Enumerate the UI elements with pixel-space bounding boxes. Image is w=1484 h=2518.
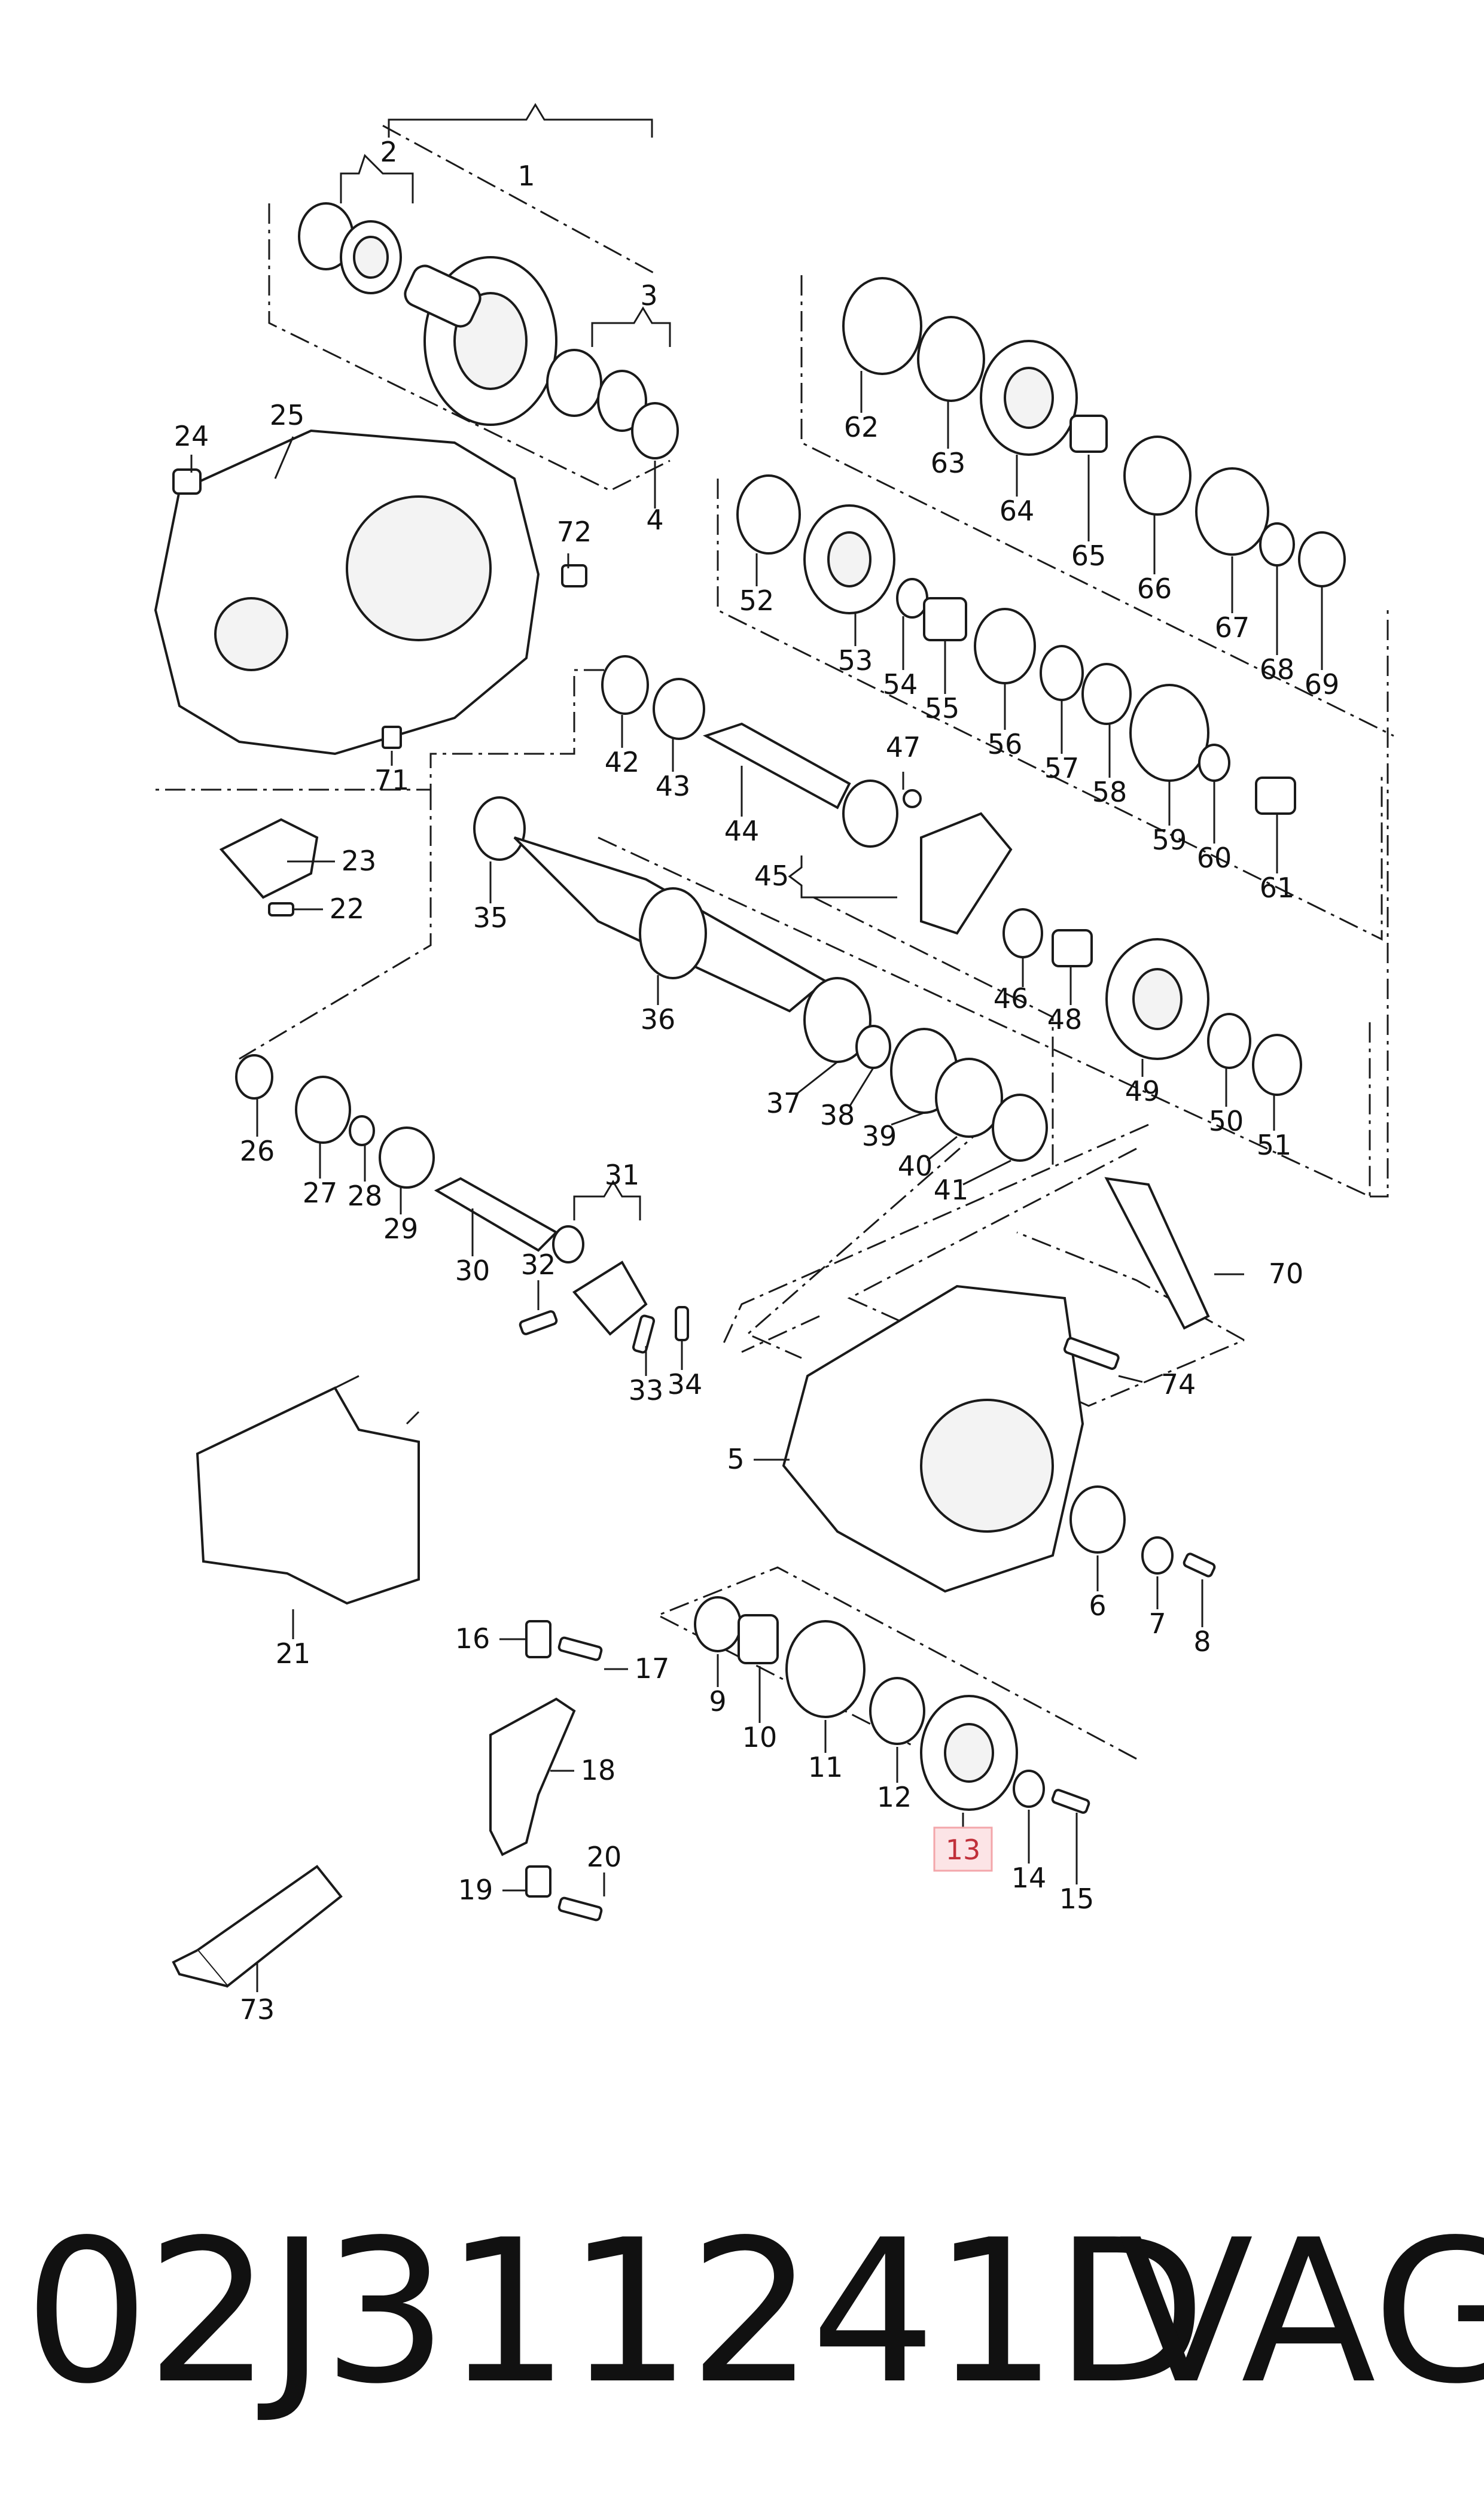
callout-labels: 1 2 3 4 5 6 7 8 9 10 11 12 13 14 15 16 1… <box>174 136 1340 2026</box>
callout-25: 25 <box>270 399 305 431</box>
callout-67: 67 <box>1215 611 1250 644</box>
callout-31: 31 <box>605 1159 640 1191</box>
callout-12: 12 <box>877 1781 912 1813</box>
callout-32: 32 <box>521 1249 556 1281</box>
callout-28: 28 <box>348 1180 383 1212</box>
brand-label: VAG <box>1119 2197 1484 2427</box>
callout-48: 48 <box>1047 1003 1083 1036</box>
callout-66: 66 <box>1137 573 1172 605</box>
callout-24: 24 <box>174 420 209 452</box>
callout-53: 53 <box>838 644 873 677</box>
callout-52: 52 <box>739 584 775 617</box>
callout-20: 20 <box>587 1841 622 1873</box>
callout-36: 36 <box>641 1003 676 1036</box>
callout-16: 16 <box>455 1622 490 1655</box>
callout-3: 3 <box>640 279 657 312</box>
callout-14: 14 <box>1011 1862 1047 1894</box>
callout-33: 33 <box>629 1374 664 1406</box>
callout-45: 45 <box>754 860 790 892</box>
callout-69: 69 <box>1305 668 1340 701</box>
group-brackets <box>340 103 897 1220</box>
highlight-box-13 <box>933 1826 993 1872</box>
callout-15: 15 <box>1059 1883 1095 1915</box>
callout-51: 51 <box>1257 1129 1292 1161</box>
callout-55: 55 <box>925 692 960 724</box>
callout-5: 5 <box>727 1443 744 1475</box>
callout-13: 13 <box>946 1834 981 1866</box>
callout-10: 10 <box>742 1721 778 1753</box>
callout-65: 65 <box>1071 540 1107 572</box>
callout-49: 49 <box>1125 1075 1160 1107</box>
callout-6: 6 <box>1089 1590 1106 1622</box>
callout-34: 34 <box>668 1368 703 1400</box>
callout-7: 7 <box>1148 1607 1166 1640</box>
callout-11: 11 <box>808 1751 843 1783</box>
callout-17: 17 <box>635 1652 670 1685</box>
callout-68: 68 <box>1260 653 1295 686</box>
callout-61: 61 <box>1260 872 1295 904</box>
callout-63: 63 <box>931 447 966 479</box>
callout-8: 8 <box>1193 1625 1211 1658</box>
callout-57: 57 <box>1044 752 1080 784</box>
callout-40: 40 <box>898 1150 933 1182</box>
callout-58: 58 <box>1092 776 1128 808</box>
callout-70: 70 <box>1269 1258 1304 1290</box>
callout-30: 30 <box>455 1255 490 1287</box>
callout-21: 21 <box>276 1637 311 1670</box>
callout-54: 54 <box>883 668 918 701</box>
callout-1: 1 <box>517 160 535 192</box>
callout-4: 4 <box>646 504 663 536</box>
callout-42: 42 <box>605 746 640 778</box>
callout-37: 37 <box>766 1087 802 1119</box>
parts <box>154 202 1346 1988</box>
callout-56: 56 <box>988 728 1023 760</box>
assembly-boundaries <box>156 124 1394 1760</box>
callout-60: 60 <box>1197 842 1232 874</box>
callout-46: 46 <box>994 982 1029 1015</box>
sealant-tube-shape <box>196 1865 343 1988</box>
callout-35: 35 <box>473 902 508 934</box>
callout-27: 27 <box>303 1177 338 1209</box>
callout-71: 71 <box>374 764 410 796</box>
callout-62: 62 <box>844 411 879 443</box>
callout-41: 41 <box>934 1174 969 1206</box>
callout-47: 47 <box>886 731 921 763</box>
callout-18: 18 <box>581 1754 616 1786</box>
callout-29: 29 <box>383 1213 419 1245</box>
callout-2: 2 <box>380 136 397 168</box>
callout-19: 19 <box>458 1874 493 1906</box>
callout-39: 39 <box>862 1120 897 1152</box>
callout-38: 38 <box>820 1099 855 1131</box>
callout-22: 22 <box>330 893 365 925</box>
callout-74: 74 <box>1161 1368 1196 1400</box>
callout-43: 43 <box>656 770 691 802</box>
callout-73: 73 <box>240 1993 275 2026</box>
callout-50: 50 <box>1209 1105 1244 1137</box>
callout-26: 26 <box>240 1135 275 1167</box>
part-number-label: 02J311241D <box>24 2197 1206 2427</box>
shift-fork-shape <box>196 1386 420 1605</box>
callout-64: 64 <box>1000 495 1035 527</box>
callout-59: 59 <box>1152 824 1187 856</box>
callout-44: 44 <box>724 815 760 847</box>
callout-23: 23 <box>342 845 377 877</box>
callout-72: 72 <box>557 516 592 548</box>
exploded-parts-diagram: 1 2 3 4 5 6 7 8 9 10 11 12 13 14 15 16 1… <box>154 103 1394 2026</box>
callout-9: 9 <box>709 1685 726 1718</box>
leader-lines <box>190 371 1323 1992</box>
